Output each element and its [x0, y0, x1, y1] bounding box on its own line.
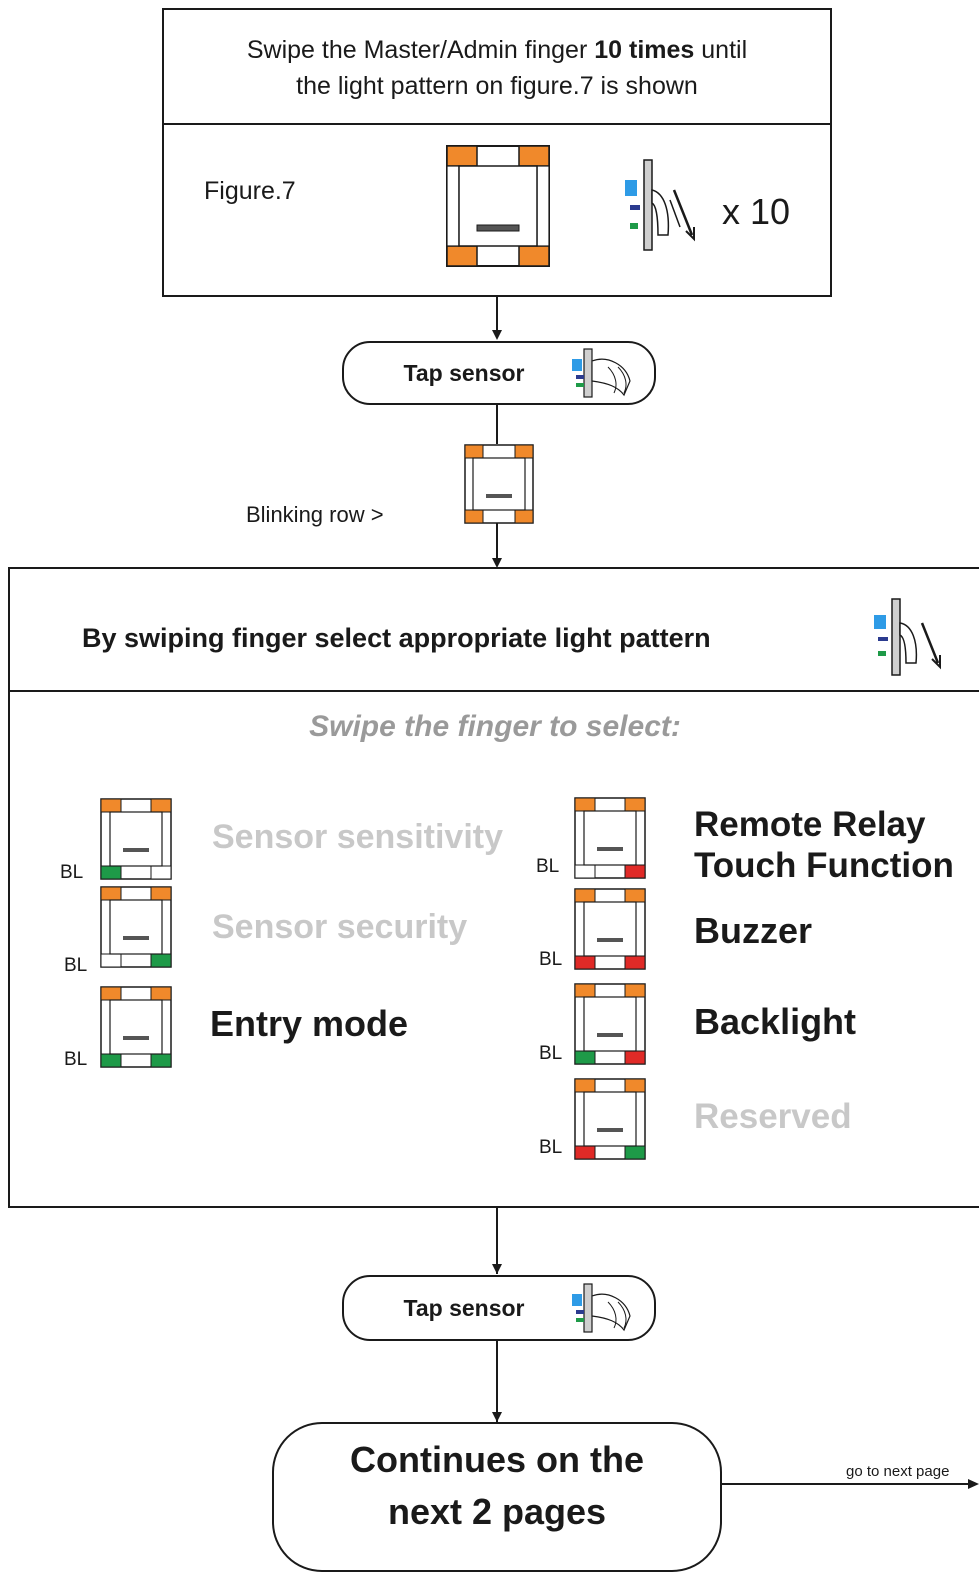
blinking-reader-icon	[464, 444, 534, 524]
option-remote-relay: Remote Relay Touch Function	[694, 804, 954, 886]
option-buzzer: Buzzer	[694, 910, 813, 951]
continues-box: Continues on the next 2 pages	[272, 1422, 722, 1572]
step1-line1-pre: Swipe the Master/Admin finger	[246, 36, 595, 64]
step1-instruction-text: Swipe the Master/Admin finger 10 times u…	[164, 32, 830, 104]
continues-line1: Continues on the	[350, 1439, 644, 1480]
tap-finger-icon-2	[572, 1283, 631, 1333]
option-icon-remote-relay	[574, 797, 646, 879]
go-to-next-page-label: go to next page	[846, 1463, 950, 1480]
tap-sensor-label-2: Tap sensor	[403, 1294, 525, 1321]
figure7-label: Figure.7	[204, 177, 296, 205]
option-remote-relay-line1: Remote Relay	[694, 805, 926, 844]
step1-instruction-box: Swipe the Master/Admin finger 10 times u…	[162, 8, 832, 125]
option-reserved: Reserved	[694, 1097, 852, 1136]
bl-label-sensor-security: BL	[64, 955, 88, 976]
tap-finger-icon-1	[572, 348, 631, 398]
option-icon-entry-mode	[100, 986, 172, 1068]
step1-line1-post: until	[694, 36, 748, 64]
swipe-finger-icon	[625, 159, 695, 251]
option-remote-relay-line2: Touch Function	[694, 846, 954, 885]
swipe-count-label: x 10	[722, 191, 791, 232]
swipe-finger-icon-header	[874, 598, 941, 676]
select-subtitle: Swipe the finger to select:	[309, 710, 681, 743]
option-sensor-sensitivity: Sensor sensitivity	[212, 818, 504, 856]
bl-label-entry-mode: BL	[64, 1049, 88, 1070]
option-icon-sensor-sensitivity	[100, 798, 172, 880]
blinking-row-label: Blinking row >	[246, 502, 384, 527]
bl-label-sensor-sensitivity: BL	[60, 862, 84, 883]
select-title: By swiping finger select appropriate lig…	[82, 623, 711, 653]
select-header-box: By swiping finger select appropriate lig…	[8, 567, 979, 692]
option-icon-backlight	[574, 983, 646, 1065]
bl-label-buzzer: BL	[539, 949, 563, 970]
continues-line2: next 2 pages	[387, 1491, 607, 1532]
tap-sensor-label-1: Tap sensor	[403, 359, 525, 386]
option-entry-mode: Entry mode	[210, 1003, 409, 1044]
bl-label-backlight: BL	[539, 1043, 563, 1064]
option-sensor-security: Sensor security	[212, 908, 468, 946]
option-icon-sensor-security	[100, 886, 172, 968]
step1-line1-bold: 10 times	[594, 36, 695, 64]
option-backlight: Backlight	[694, 1001, 857, 1042]
option-icon-buzzer	[574, 888, 646, 970]
bl-label-remote-relay: BL	[536, 856, 560, 877]
figure7-reader-icon	[446, 145, 550, 267]
option-icon-reserved	[574, 1078, 646, 1160]
bl-label-reserved: BL	[539, 1137, 563, 1158]
step1-line2: the light pattern on figure.7 is shown	[296, 72, 698, 100]
